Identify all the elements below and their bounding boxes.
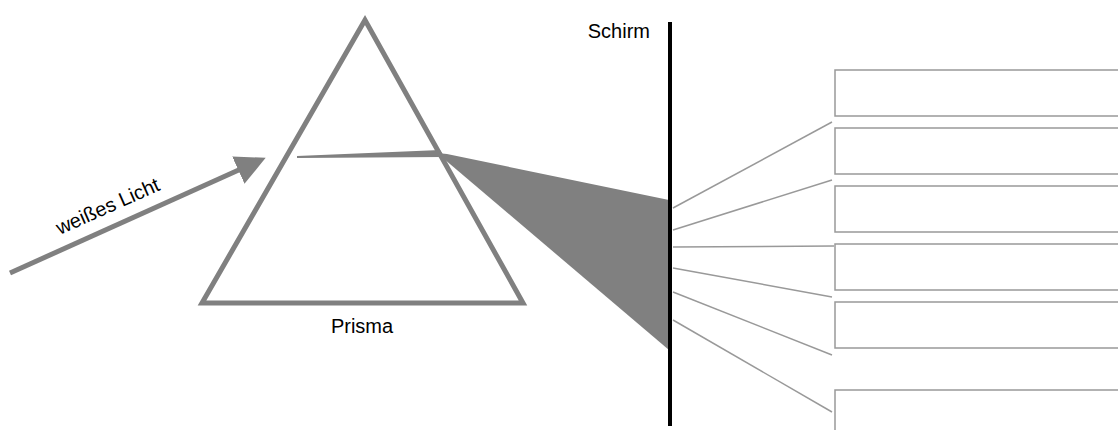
leader-lines: [673, 122, 834, 412]
answer-boxes: [835, 70, 1118, 430]
screen-label: Schirm: [588, 19, 650, 43]
screen: [668, 22, 672, 426]
light-ray: [297, 150, 444, 158]
prism-label: Prisma: [331, 314, 393, 338]
spectrum-fan: [437, 153, 669, 350]
prism: [202, 20, 523, 303]
incoming-light-arrow: [10, 164, 252, 273]
